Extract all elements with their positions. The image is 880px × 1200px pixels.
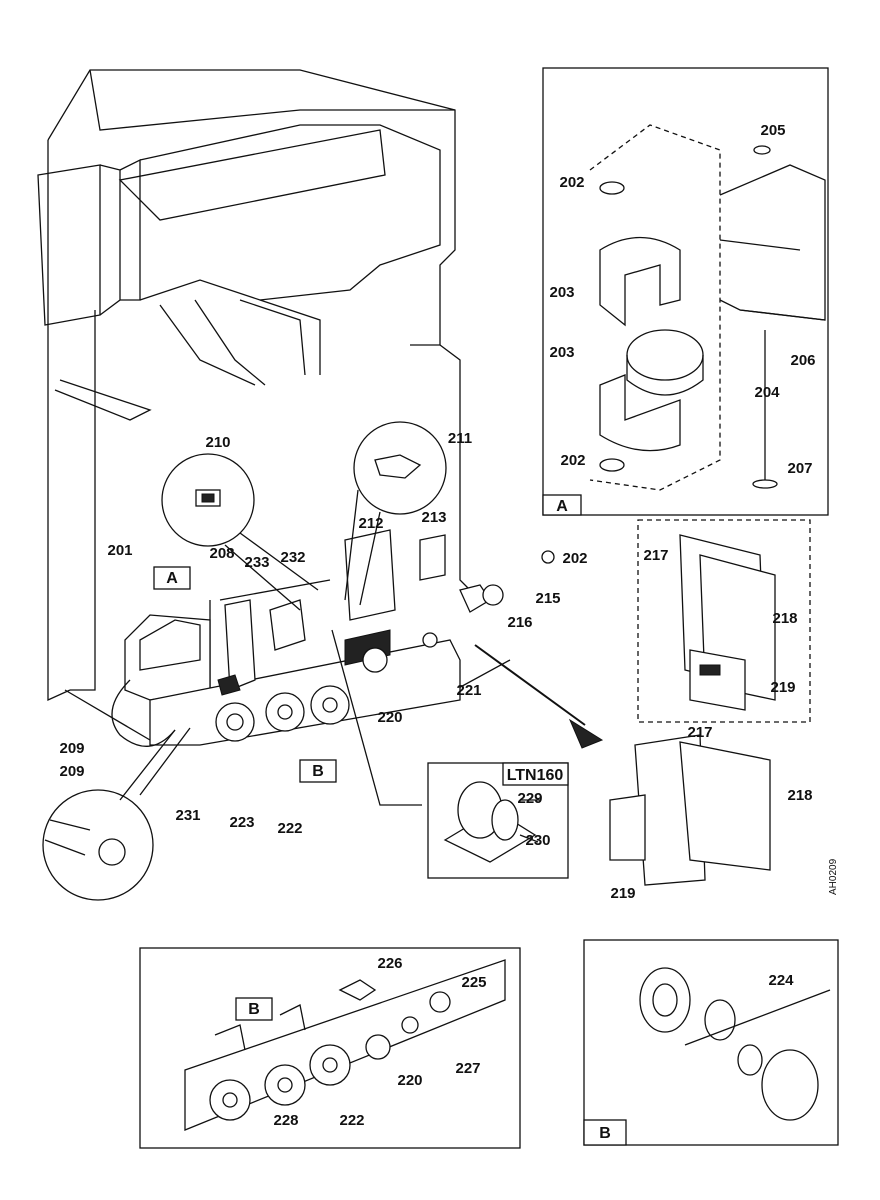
part-label: 207 <box>787 460 812 477</box>
detail-b-panel-box <box>139 947 521 1149</box>
part-label: 218 <box>787 787 812 804</box>
part-label: 226 <box>377 955 402 972</box>
view-label: A <box>166 570 178 587</box>
part-label: 201 <box>107 542 132 559</box>
part-label: 204 <box>754 384 780 401</box>
part-label: 220 <box>377 709 402 726</box>
part-label: 212 <box>358 515 383 532</box>
part-label: 217 <box>687 724 712 741</box>
part-label: 213 <box>421 509 446 526</box>
part-label: 202 <box>560 452 585 469</box>
part-label: 203 <box>549 284 574 301</box>
part-label: 230 <box>525 832 550 849</box>
drawing-code: AH0209 <box>828 858 839 895</box>
part-label: 205 <box>760 122 785 139</box>
part-label: 222 <box>339 1112 364 1129</box>
view-label: B <box>599 1125 611 1142</box>
part-label: 217 <box>643 547 668 564</box>
part-label: 222 <box>277 820 302 837</box>
view-label-box <box>299 759 337 783</box>
callout-bubbles <box>42 421 447 901</box>
pcb-assembly <box>609 734 771 886</box>
part-label: 203 <box>549 344 574 361</box>
part-label: 211 <box>448 430 472 447</box>
view-label-box <box>153 566 191 590</box>
part-label: 221 <box>456 682 481 699</box>
part-label: 215 <box>535 590 560 607</box>
ltn160-inset <box>427 762 569 879</box>
part-label: 209 <box>59 763 84 780</box>
detail-b-knob-box <box>583 939 839 1146</box>
pcb-detail <box>637 519 811 723</box>
part-label: 218 <box>772 610 797 627</box>
part-label: 208 <box>209 545 234 562</box>
part-label: 210 <box>205 434 230 451</box>
part-label: 216 <box>507 614 532 631</box>
model-label: LTN160 <box>507 767 564 784</box>
part-label: 202 <box>562 550 587 567</box>
part-label: 233 <box>244 554 269 571</box>
components-panel <box>111 529 604 749</box>
part-label: 229 <box>517 790 542 807</box>
part-label: 227 <box>455 1060 480 1077</box>
view-label: A <box>556 498 568 515</box>
view-labels: A B A B B <box>153 498 611 1142</box>
part-label: 209 <box>59 740 84 757</box>
machine-housing <box>37 69 511 741</box>
part-label: 219 <box>770 679 795 696</box>
part-label: 231 <box>175 807 200 824</box>
detail-a-box <box>542 67 829 516</box>
part-label: 206 <box>790 352 815 369</box>
view-label: B <box>248 1001 260 1018</box>
part-label: 225 <box>461 974 486 991</box>
view-label-box <box>235 997 273 1021</box>
view-label: B <box>312 763 324 780</box>
part-label: 223 <box>229 814 254 831</box>
part-label: 228 <box>273 1112 298 1129</box>
part-label: 232 <box>280 549 305 566</box>
part-label: 219 <box>610 885 635 902</box>
part-label: 224 <box>768 972 794 989</box>
part-label: 202 <box>559 174 584 191</box>
part-label: 220 <box>397 1072 422 1089</box>
